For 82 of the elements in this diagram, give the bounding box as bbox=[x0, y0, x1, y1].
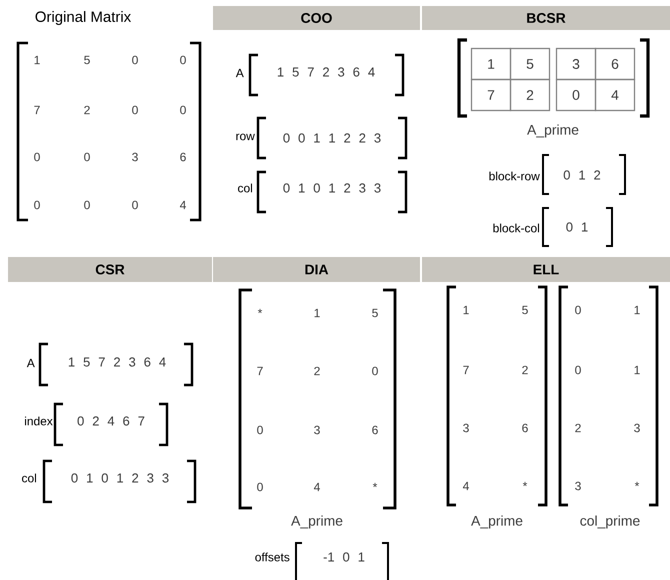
section-header: CSR bbox=[8, 257, 212, 282]
section-header: BCSR bbox=[422, 6, 670, 30]
section-header: COO bbox=[213, 6, 420, 30]
matrix-caption: col_prime bbox=[580, 516, 640, 528]
vector-label: col bbox=[238, 184, 252, 192]
matrix-entry: 6 bbox=[180, 152, 186, 162]
matrix-entry: 1 bbox=[34, 56, 40, 64]
matrix-entry: 2 bbox=[575, 424, 581, 432]
matrix-caption: A_prime bbox=[471, 516, 522, 528]
matrix-entry: 2 bbox=[314, 366, 320, 376]
vector-values: 1 5 7 2 3 6 4 bbox=[278, 67, 375, 77]
matrix-entry: * bbox=[522, 482, 528, 486]
block-cell: 2 bbox=[510, 78, 550, 112]
section-header: DIA bbox=[213, 257, 420, 282]
block-cell: 7 bbox=[470, 78, 512, 112]
matrix-entry: 0 bbox=[180, 106, 186, 114]
matrix-entry: 0 bbox=[257, 482, 263, 492]
matrix-entry: 5 bbox=[372, 308, 378, 318]
matrix-entry: 0 bbox=[132, 106, 138, 114]
matrix-entry: 4 bbox=[314, 482, 320, 492]
matrix-entry: 0 bbox=[180, 56, 186, 64]
matrix-entry: 4 bbox=[462, 482, 469, 490]
matrix-entry: 3 bbox=[575, 482, 581, 490]
matrix-entry: 3 bbox=[463, 424, 469, 432]
matrix-entry: 4 bbox=[180, 200, 186, 210]
matrix-entry: 0 bbox=[132, 200, 138, 210]
matrix-entry: * bbox=[258, 308, 262, 314]
block-cell: 4 bbox=[594, 78, 636, 112]
matrix-entry: 0 bbox=[84, 200, 90, 210]
matrix-entry: 0 bbox=[132, 56, 138, 64]
vector-values: 0 0 1 1 2 2 3 bbox=[283, 133, 381, 143]
vector-values: 0 2 4 6 7 bbox=[78, 416, 144, 426]
matrix-entry: 3 bbox=[314, 426, 320, 434]
matrix-entry: 3 bbox=[132, 152, 138, 162]
matrix-entry: 0 bbox=[575, 306, 581, 314]
matrix-entry: 0 bbox=[34, 152, 40, 162]
matrix-entry: 0 bbox=[372, 366, 378, 376]
matrix-entry: 2 bbox=[84, 106, 90, 114]
matrix-title: Original Matrix bbox=[36, 11, 131, 25]
matrix-entry: 1 bbox=[634, 366, 640, 374]
matrix-caption: A_prime bbox=[291, 516, 342, 528]
node-label: DIA bbox=[305, 264, 328, 274]
vector-values: 0 1 0 1 2 3 3 bbox=[283, 183, 381, 193]
vector-label: index bbox=[25, 416, 53, 426]
vector-label: A bbox=[26, 358, 35, 368]
vector-label: A bbox=[236, 68, 244, 78]
vector-label: offsets bbox=[255, 552, 290, 562]
section-header: ELL bbox=[422, 257, 670, 282]
block-cell: 0 bbox=[556, 78, 596, 112]
matrix-entry: 3 bbox=[634, 424, 640, 432]
vector-label: block-row bbox=[489, 172, 540, 180]
matrix-entry: * bbox=[634, 482, 640, 486]
matrix-entry: 7 bbox=[463, 366, 469, 374]
block-cell: 3 bbox=[556, 48, 596, 80]
matrix-entry: 0 bbox=[34, 200, 40, 210]
matrix-entry: 1 bbox=[314, 308, 320, 318]
matrix-entry: 0 bbox=[84, 152, 90, 162]
matrix-entry: * bbox=[372, 482, 378, 488]
vector-values: 1 5 7 2 3 6 4 bbox=[68, 357, 166, 367]
vector-values: -1 0 1 bbox=[324, 552, 364, 562]
vector-label: col bbox=[22, 474, 36, 482]
matrix-entry: 0 bbox=[575, 366, 581, 374]
matrix-entry: 5 bbox=[84, 56, 90, 64]
block-cell: 1 bbox=[470, 48, 512, 80]
matrix-entry: 0 bbox=[257, 426, 263, 434]
vector-values: 0 1 bbox=[566, 222, 588, 232]
matrix-entry: 6 bbox=[522, 424, 528, 432]
vector-label: block-col bbox=[493, 224, 539, 232]
vector-values: 0 1 2 bbox=[564, 170, 600, 180]
matrix-entry: 1 bbox=[464, 306, 469, 314]
matrix-entry: 6 bbox=[372, 426, 378, 434]
matrix-entry: 1 bbox=[634, 306, 640, 314]
block-cell: 5 bbox=[510, 48, 550, 80]
vector-label: row bbox=[236, 134, 255, 140]
vector-values: 0 1 0 1 2 3 3 bbox=[71, 473, 169, 483]
node-label: CSR bbox=[96, 264, 124, 274]
matrix-entry: 7 bbox=[34, 106, 40, 114]
block-cell: 6 bbox=[594, 48, 636, 80]
matrix-entry: 2 bbox=[522, 366, 528, 374]
matrix-caption: A_prime bbox=[527, 124, 578, 138]
matrix-entry: 5 bbox=[522, 306, 528, 314]
matrix-entry: 7 bbox=[257, 366, 263, 376]
